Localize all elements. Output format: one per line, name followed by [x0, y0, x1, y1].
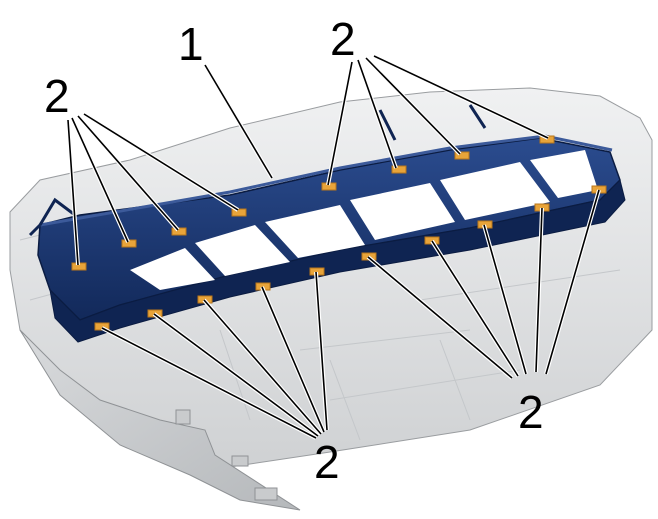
clip — [231, 208, 247, 217]
clip — [454, 151, 470, 160]
callout-frame: 1 — [178, 18, 204, 70]
callout-clips-top-center: 2 — [330, 13, 356, 65]
frame-side-rib — [28, 104, 487, 237]
frame-window-4 — [350, 183, 455, 240]
callout-clips-bottom-right: 2 — [518, 386, 544, 438]
roof-panel-bracket — [175, 409, 191, 425]
frame-window-5 — [440, 162, 550, 220]
frame-window-1 — [130, 248, 215, 290]
frame-top-rail — [39, 134, 613, 227]
roof-panel-front-flap — [19, 329, 301, 511]
mounting-frame — [28, 104, 626, 343]
callout-clips-bottom-left: 2 — [314, 436, 340, 488]
roof-panel-bracket — [231, 455, 249, 467]
clip — [171, 227, 187, 236]
leader-lines — [66, 54, 601, 440]
frame-window-3 — [265, 205, 365, 258]
frame-window-6 — [530, 150, 598, 198]
frame-window-2 — [195, 225, 290, 276]
roof-panel-bracket — [254, 487, 278, 501]
callout-labels: 1 2 2 2 2 — [44, 13, 544, 488]
clip — [391, 165, 407, 174]
frame-lower-edge — [49, 179, 626, 343]
callout-clips-top-left: 2 — [44, 70, 70, 122]
